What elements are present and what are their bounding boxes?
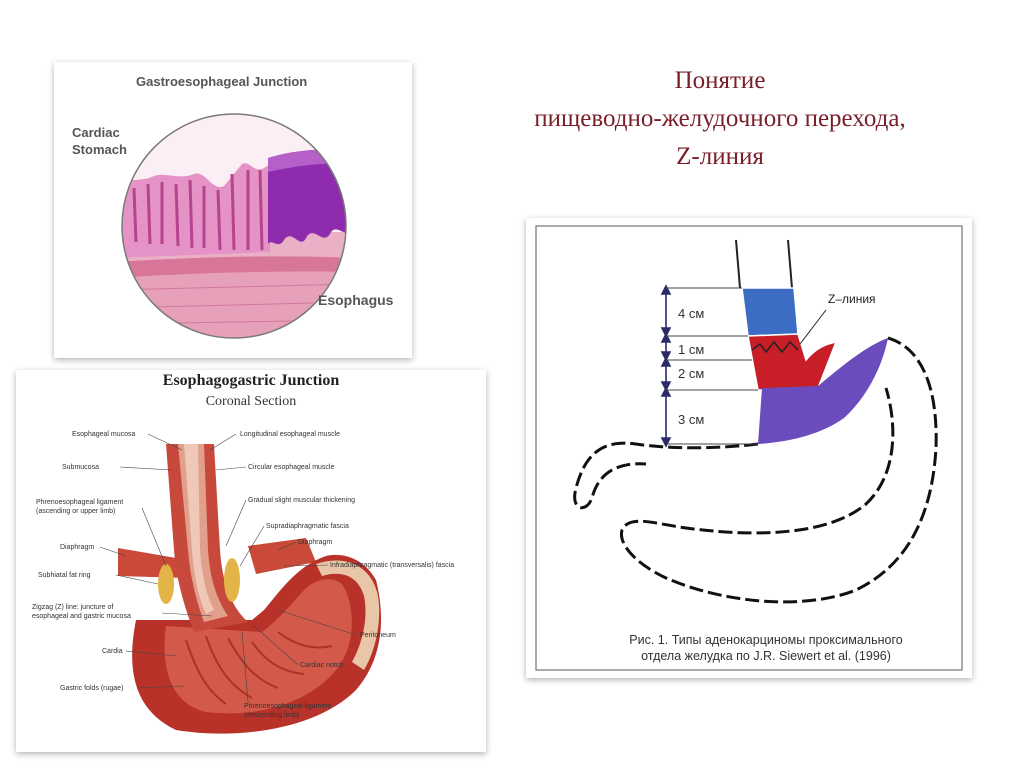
coronal-section-figure: Esophagogastric Junction Coronal Section…	[16, 370, 486, 752]
label-diaphragm-left: Diaphragm	[60, 544, 95, 551]
zone-blue	[741, 287, 799, 337]
label-cardia: Cardia	[102, 648, 123, 655]
esophagus-label: Esophagus	[318, 292, 394, 308]
histology-illustration	[121, 113, 347, 339]
title-line-1: Понятие	[674, 67, 766, 94]
label-peritoneum: Peritoneum	[360, 632, 396, 639]
label-subhiatal-fat-ring: Subhiatal fat ring	[38, 572, 91, 579]
label-zigzag-line: Zigzag (Z) line: juncture of esophageal …	[32, 603, 131, 621]
measurement-arrows	[660, 284, 672, 448]
label-supradiaphragmatic-fascia: Supradiaphragmatic fascia	[266, 523, 349, 530]
zone-label-2cm: 2 см	[678, 366, 705, 381]
label-phrenoesophageal-lower-line-2: (descending limb)	[244, 712, 300, 719]
label-circular-muscle: Circular esophageal muscle	[248, 464, 335, 471]
label-phrenoesophageal-upper: Phrenoesophageal ligament (ascending or …	[36, 498, 123, 516]
label-submucosa: Submucosa	[62, 464, 99, 471]
label-infradiaphragmatic-fascia: Infradiaphragmatic (transversalis) fasci…	[330, 562, 455, 569]
label-esophageal-mucosa: Esophageal mucosa	[72, 431, 136, 438]
siewert-illustration	[535, 225, 963, 671]
figure-caption: Рис. 1. Типы аденокарциномы проксимально…	[566, 632, 966, 664]
caption-line-1: Рис. 1. Типы аденокарциномы проксимально…	[629, 633, 903, 647]
cardiac-label-line-2: Stomach	[72, 142, 127, 157]
label-gradual-thickening: Gradual slight muscular thickening	[248, 497, 355, 504]
label-diaphragm-right: Diaphragm	[298, 539, 333, 546]
cardiac-label-line-1: Cardiac	[72, 125, 120, 140]
title-line-3: Z-линия	[676, 143, 764, 170]
label-cardiac-notch: Cardiac notch	[300, 662, 344, 669]
cardiac-stomach-label: Cardiac Stomach	[72, 124, 127, 158]
label-zigzag-line-1: Zigzag (Z) line: juncture of	[32, 604, 114, 611]
label-longitudinal-muscle: Longitudinal esophageal muscle	[240, 431, 341, 438]
z-line-label: Z–линия	[828, 292, 876, 306]
title-line-2: пищеводно-желудочного перехода,	[534, 105, 906, 132]
slide-title: Понятие пищеводно-желудочного перехода, …	[470, 62, 970, 176]
zone-purple	[758, 338, 888, 444]
zone-label-1cm: 1 см	[678, 342, 705, 357]
label-phrenoesophageal-upper-line-1: Phrenoesophageal ligament	[36, 499, 124, 506]
coronal-subtitle: Coronal Section	[205, 394, 297, 409]
label-phrenoesophageal-lower: Phrenoesophageal ligament (descending li…	[244, 702, 331, 720]
label-zigzag-line-2: esophageal and gastric mucosa	[32, 613, 131, 620]
zone-label-4cm: 4 см	[678, 306, 705, 321]
histology-title: Gastroesophageal Junction	[136, 74, 308, 89]
zone-label-3cm: 3 см	[678, 412, 705, 427]
coronal-section-illustration	[99, 433, 382, 734]
caption-line-2: отдела желудка по J.R. Siewert et al. (1…	[641, 649, 891, 663]
coronal-title: Esophagogastric Junction	[162, 372, 340, 389]
siewert-figure: Z–линия 4 см 1 см 2 см 3 см Рис. 1. Типы…	[526, 218, 972, 678]
histology-figure: Gastroesophageal Junction Cardiac Stomac…	[54, 62, 412, 358]
label-gastric-folds: Gastric folds (rugae)	[60, 685, 124, 692]
label-phrenoesophageal-upper-line-2: (ascending or upper limb)	[36, 508, 116, 515]
label-phrenoesophageal-lower-line-1: Phrenoesophageal ligament	[244, 703, 332, 710]
